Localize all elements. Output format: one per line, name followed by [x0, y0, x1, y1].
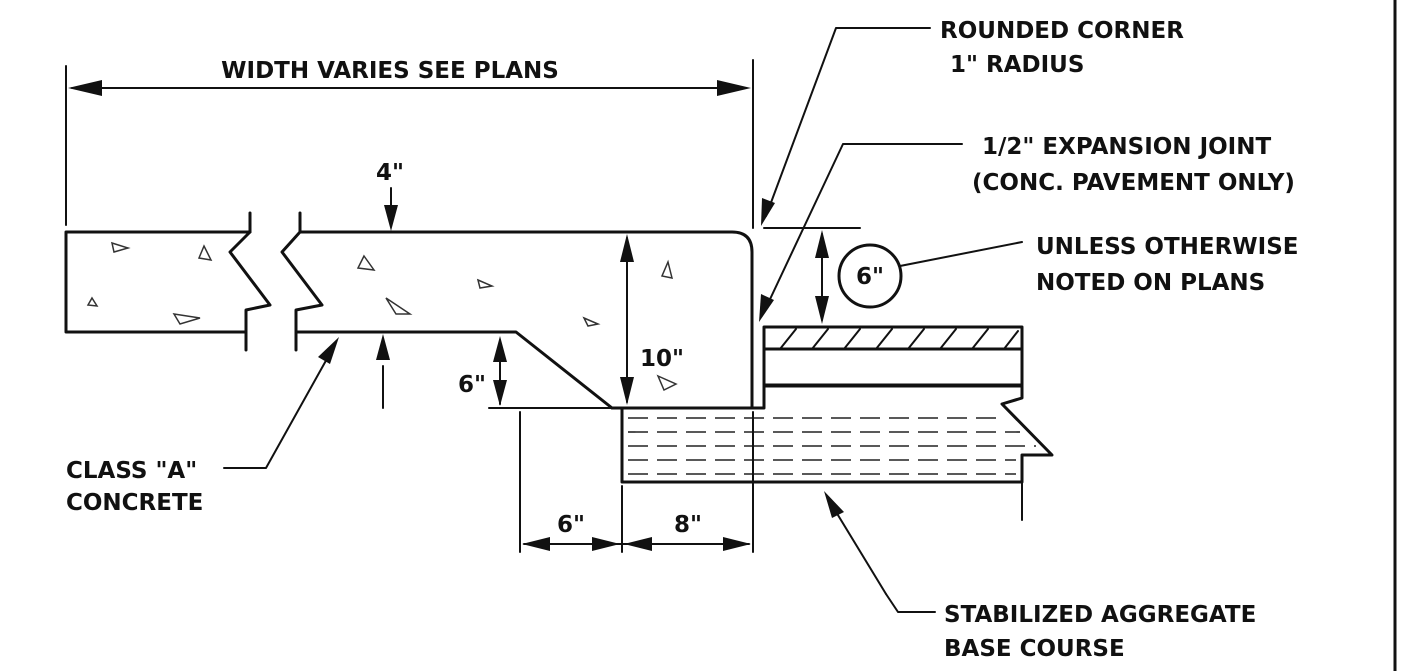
top-thickness-label: 4" — [376, 160, 404, 186]
arrow-right-icon — [723, 537, 751, 551]
pavement-layers — [762, 325, 1024, 387]
arrow-right-icon — [592, 537, 620, 551]
toe-height-dimension: 6" — [458, 336, 613, 409]
stabilized-base-callout: STABILIZED AGGREGATE BASE COURSE — [824, 491, 1256, 662]
arrow-left-icon — [68, 80, 102, 96]
unless-otherwise-label: UNLESS OTHERWISE — [1036, 234, 1299, 260]
base-extension-label: 6" — [557, 512, 585, 538]
arrow-down-icon — [759, 294, 774, 322]
arrow-down-icon — [815, 296, 829, 324]
class-a-label: CLASS "A" — [66, 458, 197, 484]
arrow-right-icon — [717, 80, 751, 96]
curb-height-label: 10" — [640, 346, 684, 372]
bottom-dimensions: 6" 8" — [519, 411, 754, 553]
dimension-callout-circle — [837, 243, 903, 309]
arrow-down-icon — [493, 380, 507, 406]
arrow-down-icon — [761, 198, 775, 226]
curb-exposure-dimension: 6" — [763, 227, 903, 324]
top-thickness-dimension: 4" — [376, 160, 404, 409]
noted-on-plans-label: NOTED ON PLANS — [1036, 270, 1265, 296]
rounded-corner-label: ROUNDED CORNER — [940, 18, 1184, 44]
rounded-corner-sub-label: 1" RADIUS — [950, 52, 1084, 78]
width-dimension: WIDTH VARIES SEE PLANS — [65, 58, 754, 229]
concrete-slab-left — [64, 211, 272, 352]
curb-width-label: 8" — [674, 512, 702, 538]
class-a-callout: CLASS "A" CONCRETE — [66, 337, 339, 516]
arrow-left-icon — [522, 537, 550, 551]
toe-height-label: 6" — [458, 372, 486, 398]
arrow-up-icon — [824, 491, 844, 518]
arrow-up-icon — [376, 334, 390, 360]
arrow-up-icon — [493, 336, 507, 362]
expansion-joint-sub-label: (CONC. PAVEMENT ONLY) — [972, 170, 1295, 196]
arrow-down-icon — [620, 377, 634, 405]
curb-height-dimension: 10" — [620, 234, 684, 405]
aggregate-marks — [86, 241, 678, 392]
concrete-slab-curb — [280, 211, 754, 410]
aggregate-base — [610, 384, 1054, 521]
curb-exposure-label: 6" — [856, 264, 884, 290]
width-varies-label: WIDTH VARIES SEE PLANS — [221, 58, 559, 84]
arrow-up-icon — [815, 230, 829, 258]
unless-noted-callout: UNLESS OTHERWISE NOTED ON PLANS — [899, 234, 1299, 296]
rounded-corner-callout: ROUNDED CORNER 1" RADIUS — [761, 18, 1184, 226]
arrow-down-icon — [384, 205, 398, 231]
concrete-label: CONCRETE — [66, 490, 203, 516]
arrow-left-icon — [624, 537, 652, 551]
arrow-up-icon — [318, 337, 339, 364]
expansion-joint-callout: 1/2" EXPANSION JOINT (CONC. PAVEMENT ONL… — [759, 134, 1295, 322]
base-course-label: BASE COURSE — [944, 636, 1125, 662]
arrow-up-icon — [620, 234, 634, 262]
expansion-joint-label: 1/2" EXPANSION JOINT — [982, 134, 1271, 160]
stabilized-aggregate-label: STABILIZED AGGREGATE — [944, 602, 1256, 628]
